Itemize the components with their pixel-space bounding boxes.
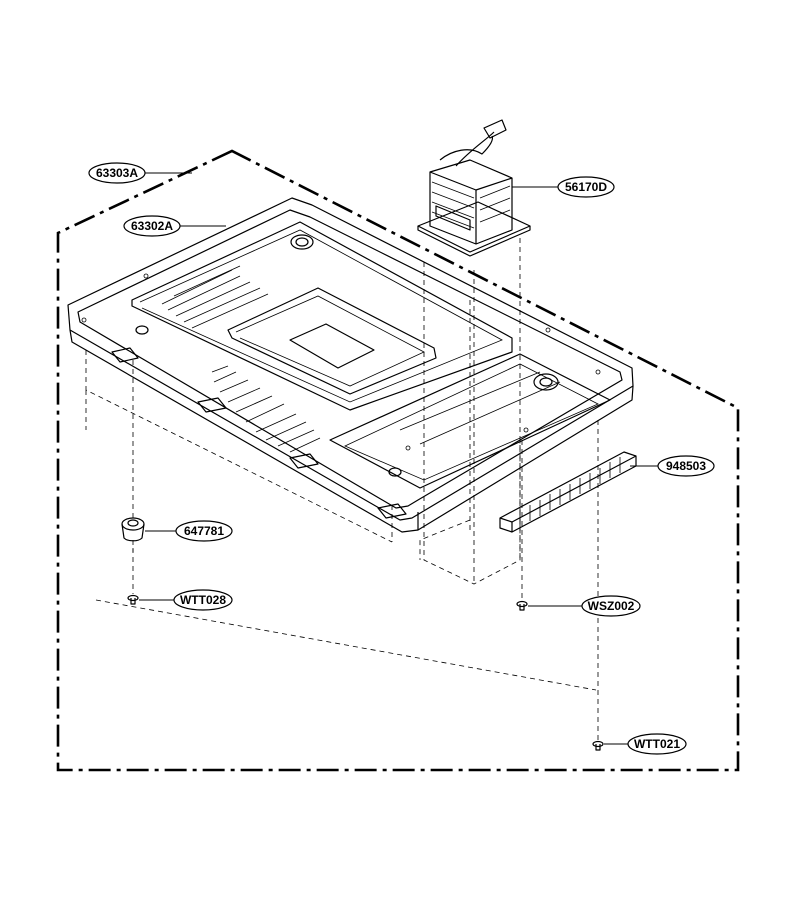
callout-label-948503: 948503: [666, 459, 706, 473]
callout-948503: 948503: [630, 455, 715, 477]
base-plate-drawing: [67, 197, 634, 533]
hidden-projection-lines: [85, 238, 599, 740]
callout-label-56170D: 56170D: [565, 180, 607, 194]
callout-label-WTT021: WTT021: [634, 737, 680, 751]
callout-label-647781: 647781: [184, 524, 224, 538]
callout-label-WSZ002: WSZ002: [588, 599, 635, 613]
callout-56170D: 56170D: [512, 176, 615, 198]
transformer-drawing: [417, 119, 531, 257]
screw-transformer-drawing: [516, 600, 528, 611]
callout-63302A: 63302A: [123, 215, 226, 237]
callout-WTT021: WTT021: [604, 733, 687, 755]
callout-label-WTT028: WTT028: [180, 593, 226, 607]
foot-drawing: [121, 517, 145, 552]
assembly-boundary: [56, 149, 740, 772]
callout-63303A: 63303A: [88, 162, 192, 184]
callout-label-63302A: 63302A: [131, 219, 173, 233]
callout-WSZ002: WSZ002: [528, 595, 641, 617]
callout-647781: 647781: [145, 520, 233, 542]
callout-label-63303A: 63303A: [96, 166, 138, 180]
callout-WTT028: WTT028: [139, 589, 233, 611]
screw-foot-drawing: [127, 594, 139, 605]
screw-base-drawing: [592, 740, 604, 751]
